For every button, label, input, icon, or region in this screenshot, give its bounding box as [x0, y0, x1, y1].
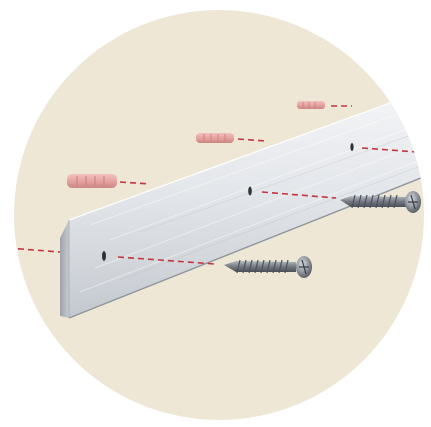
wall-plug — [67, 174, 117, 188]
screw — [224, 256, 312, 278]
rail-hole — [350, 143, 354, 151]
guide-lines-back — [14, 105, 352, 253]
wall-plug — [196, 133, 234, 143]
rail-hole — [248, 186, 252, 196]
guide-lines-front — [117, 147, 424, 265]
rail-hole — [102, 251, 106, 261]
screw — [340, 191, 421, 213]
wall-plug — [297, 101, 325, 109]
